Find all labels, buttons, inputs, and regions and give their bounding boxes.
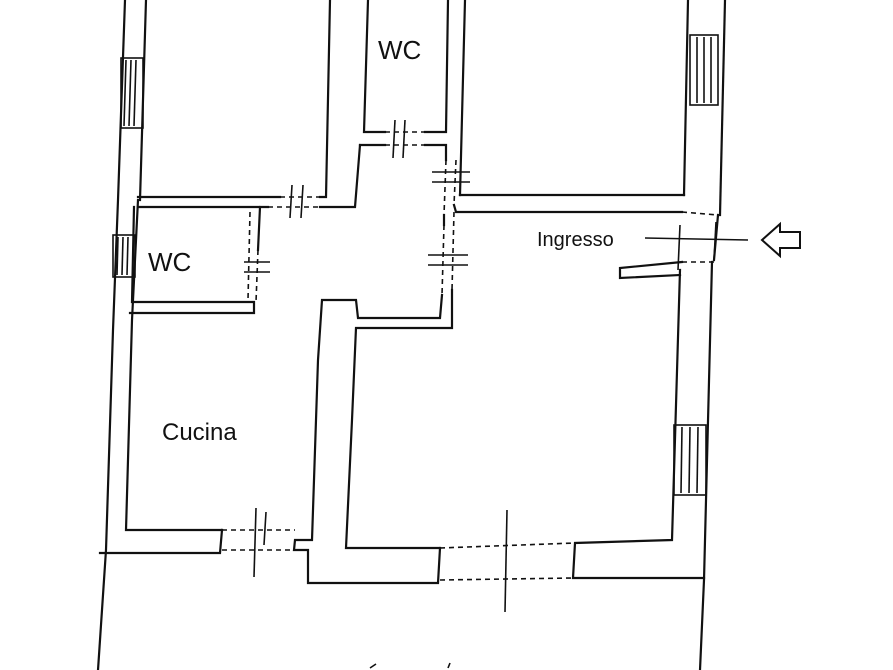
window-right-top <box>689 34 719 106</box>
room-label-ingresso: Ingresso <box>537 229 614 251</box>
door-top-left <box>268 184 320 219</box>
bottom-mark <box>369 663 377 669</box>
window-right-bottom <box>673 424 707 496</box>
bottom-walls <box>98 507 576 613</box>
window-left-top <box>120 57 144 129</box>
top-left-room-walls <box>136 0 362 209</box>
outer-wall-left <box>96 0 224 670</box>
outer-wall-right <box>571 0 727 670</box>
room-label-cucina: Cucina <box>162 419 237 446</box>
window-left-wc <box>112 234 136 278</box>
left-arrow-icon <box>760 221 801 259</box>
bottom-mark <box>447 662 451 669</box>
room-label-wc-top: WC <box>378 35 421 65</box>
corridor-right-walls <box>292 159 686 585</box>
entrance-walls <box>618 211 749 280</box>
door-wc-top <box>385 119 425 159</box>
wc-top-walls <box>358 0 467 197</box>
room-label-wc-left: WC <box>148 247 191 277</box>
wc-left-walls <box>128 205 270 315</box>
